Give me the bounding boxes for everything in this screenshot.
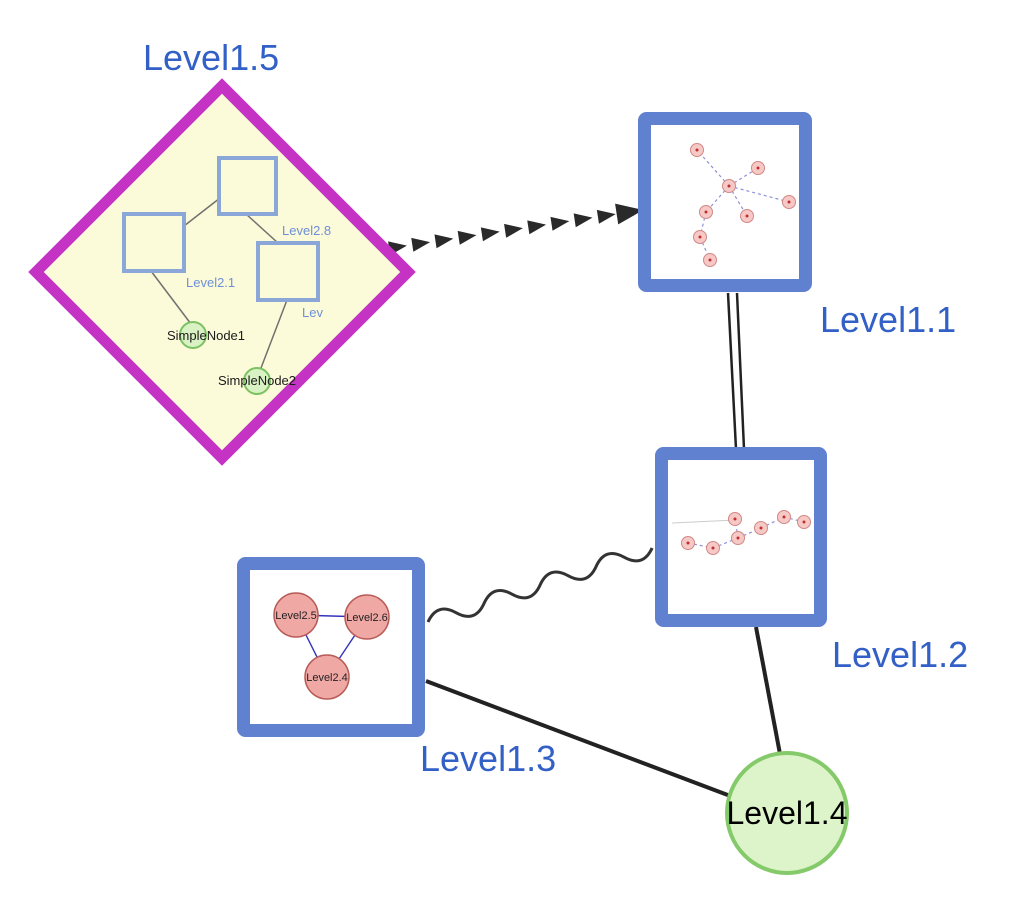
label-level1-4: Level1.4 xyxy=(727,795,848,831)
label-level2-1: Level2.1 xyxy=(186,275,235,290)
node-level1-2-group[interactable] xyxy=(655,447,827,627)
edge-level1-3-to-level1-4[interactable] xyxy=(425,679,734,799)
circle-level1-4[interactable] xyxy=(725,751,849,875)
label-level2-x: Lev xyxy=(302,305,323,320)
node-level1-4[interactable]: Level1.4 xyxy=(725,751,849,875)
edge-level1-5-to-level1-1[interactable] xyxy=(388,199,645,256)
edge-level2-1-to-level2-8[interactable] xyxy=(183,197,221,227)
node-level1-1-group[interactable] xyxy=(638,112,812,292)
label-level1-1: Level1.1 xyxy=(820,299,956,340)
group-box-level1-1[interactable] xyxy=(638,112,812,292)
node-level2-6[interactable] xyxy=(344,594,390,640)
edge-level1-2-to-level1-4[interactable] xyxy=(754,626,782,755)
node-level2-8-square[interactable] xyxy=(217,156,278,216)
label-level1-2: Level1.2 xyxy=(832,634,968,675)
node-level2-x-square[interactable] xyxy=(256,241,320,302)
label-level2-5: Level2.5 xyxy=(275,610,317,622)
label-simplenode2: SimpleNode2 xyxy=(218,373,296,388)
group-box-level1-3[interactable] xyxy=(237,557,425,737)
label-level2-4: Level2.4 xyxy=(306,672,348,684)
edge-level1-3-to-level1-2[interactable] xyxy=(426,547,654,623)
mini-graph-level1-2-nodes[interactable] xyxy=(681,510,811,555)
edge-level2-8-to-level2-x[interactable] xyxy=(245,213,279,244)
node-level2-5[interactable] xyxy=(273,592,319,638)
node-simplenode1[interactable] xyxy=(179,321,207,349)
mini-graph-level1-1-nodes[interactable] xyxy=(690,143,796,267)
node-simplenode2[interactable] xyxy=(243,367,271,395)
node-level2-1-square[interactable] xyxy=(122,212,186,273)
label-level2-8: Level2.8 xyxy=(282,223,331,238)
label-level2-6: Level2.6 xyxy=(346,612,388,624)
edge-level2-1-to-simplenode1[interactable] xyxy=(150,270,192,325)
node-level1-5-diamond[interactable]: Level2.8 Level2.1 Lev SimpleNode1 Simple… xyxy=(28,78,416,466)
label-level1-5: Level1.5 xyxy=(143,37,279,78)
label-level1-3: Level1.3 xyxy=(420,738,556,779)
node-level1-3-group[interactable]: Level2.5 Level2.6 Level2.4 xyxy=(237,557,425,737)
diamond-shape[interactable] xyxy=(28,78,416,466)
label-simplenode1: SimpleNode1 xyxy=(167,328,245,343)
edge-level1-1-to-level1-2[interactable] xyxy=(726,292,746,450)
edge-level2-x-to-simplenode2[interactable] xyxy=(260,299,288,369)
node-level2-4[interactable] xyxy=(304,654,350,700)
